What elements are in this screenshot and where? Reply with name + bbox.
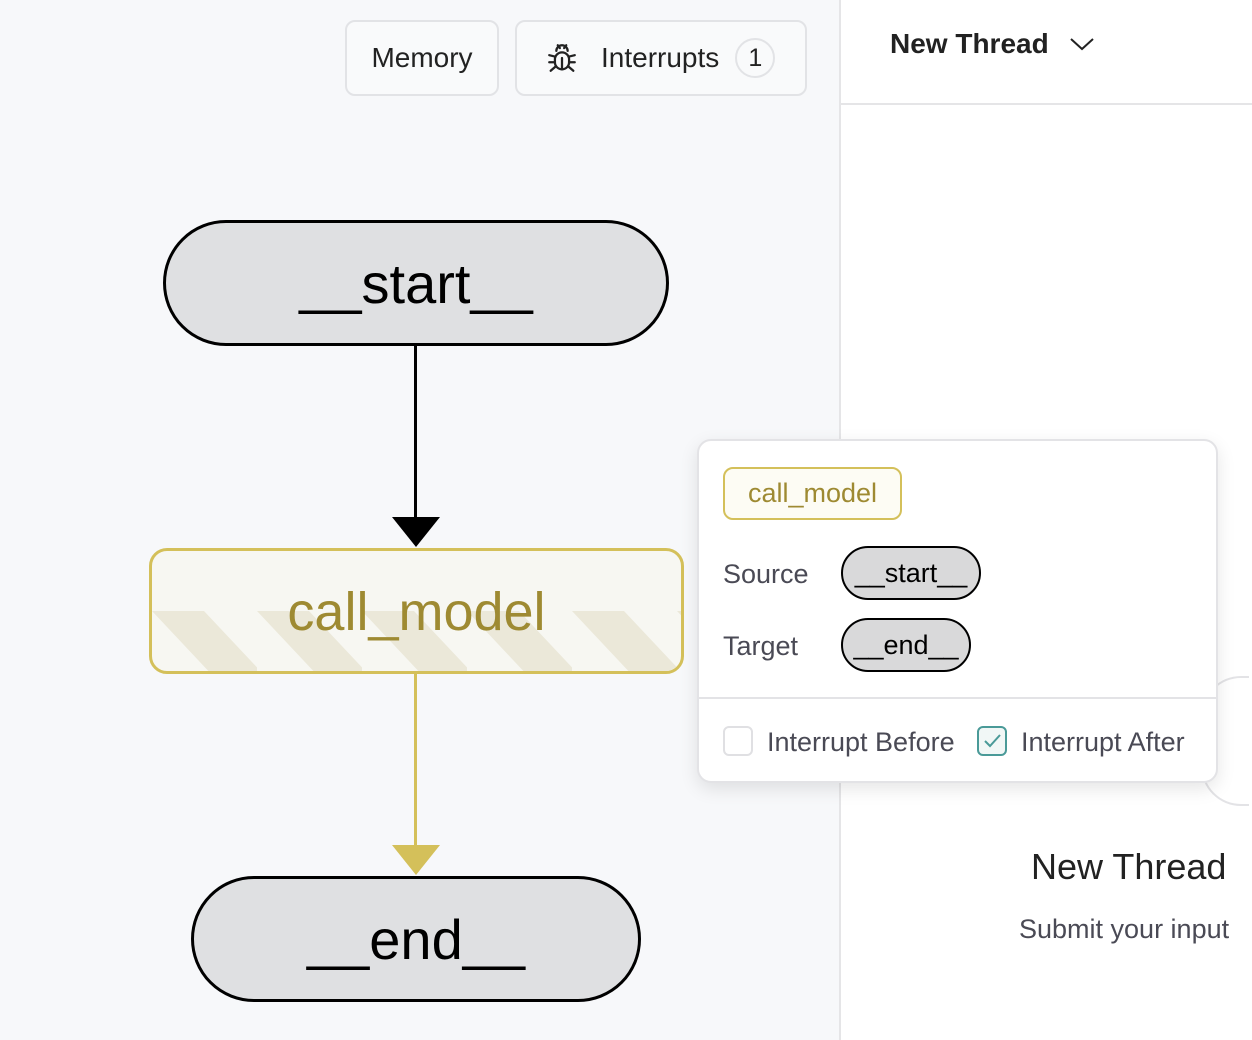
node-details-popup: call_model Source __start__ Target __end…: [697, 439, 1218, 783]
node-start-label: __start__: [299, 251, 533, 315]
divider: [699, 697, 1216, 699]
interrupts-label: Interrupts: [601, 42, 720, 73]
target-label: Target: [723, 631, 799, 661]
interrupt-before-label: Interrupt Before: [767, 727, 955, 757]
node-name-badge: call_model: [723, 467, 902, 520]
arrow-head-call-model: [392, 845, 440, 875]
check-icon: [984, 734, 1001, 748]
node-call-model[interactable]: call_model: [149, 548, 684, 674]
node-end-label: __end__: [306, 907, 525, 971]
thread-selector[interactable]: New Thread: [890, 28, 1095, 60]
arrow-head-start: [392, 517, 440, 547]
bug-icon: [548, 44, 576, 72]
stripes-pattern: [152, 611, 681, 671]
chevron-down-icon: [1070, 38, 1094, 51]
empty-state-subtitle: Submit your input: [1019, 914, 1230, 944]
node-call-model-label: call_model: [287, 582, 546, 642]
interrupts-button[interactable]: Interrupts 1: [515, 20, 807, 96]
node-end[interactable]: __end__: [191, 876, 641, 1002]
memory-button[interactable]: Memory: [345, 20, 499, 96]
node-start[interactable]: __start__: [163, 220, 669, 346]
target-node-pill[interactable]: __end__: [841, 618, 971, 672]
memory-label: Memory: [371, 42, 473, 73]
interrupts-count-badge: 1: [735, 38, 776, 78]
thread-title: New Thread: [890, 28, 1049, 59]
empty-state-title: New Thread: [1031, 846, 1227, 887]
source-label: Source: [723, 559, 809, 589]
edge-call-model-to-end: [414, 674, 417, 846]
interrupt-after-label: Interrupt After: [1021, 727, 1185, 757]
source-node-pill[interactable]: __start__: [841, 546, 981, 600]
interrupt-before-checkbox[interactable]: [723, 726, 753, 756]
edge-start-to-call-model: [414, 346, 417, 520]
interrupt-after-checkbox[interactable]: [977, 726, 1007, 756]
thread-header: [841, 0, 1252, 105]
